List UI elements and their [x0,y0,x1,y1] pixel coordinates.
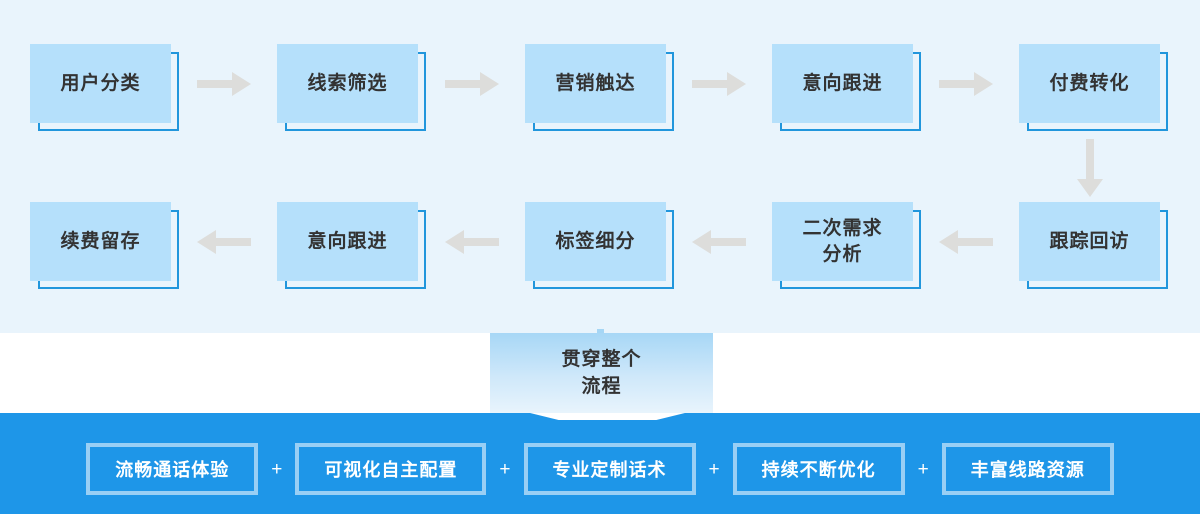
connector-label-line1: 贯穿整个 [561,349,642,370]
flow-box-row2-4: 二次需求分析 [772,202,921,289]
connector-base-trapezoid [526,412,689,420]
arrow-right-icon [939,71,993,96]
arrow-right-icon [444,71,499,96]
flow-box-row2-1: 续费留存 [30,202,179,289]
plus-separator: + [917,458,929,480]
arrow-left-icon [939,229,993,254]
feature-tag-1: 流畅通话体验 [86,443,259,495]
flow-box-label: 营销触达 [555,72,636,94]
feature-bar-background [0,413,1200,514]
plus-separator: + [499,458,511,480]
flow-box-row1-4: 意向跟进 [772,44,921,131]
connector-label-line2: 流程 [581,376,622,397]
flow-box-label: 二次需求 [802,217,883,239]
flow-box-label: 线索筛选 [307,72,388,94]
feature-row: 流畅通话体验 + 可视化自主配置 + 专业定制话术 + 持续不断优化 + 丰富线路资源 [0,443,1200,495]
flow-box-row1-3: 营销触达 [525,44,674,131]
feature-tag-3: 专业定制话术 [523,443,696,495]
flow-box-label: 用户分类 [60,72,141,94]
connector-box: 贯穿整个 流程 [490,333,713,413]
flow-box-label: 意向跟进 [307,230,388,252]
flow-box-fill: 二次需求分析 [772,202,913,281]
arrow-left-icon [444,229,499,254]
flow-box-label: 分析 [822,243,863,265]
flow-box-row1-2: 线索筛选 [277,44,426,131]
flow-box-label: 续费留存 [60,230,141,252]
flow-box-label: 付费转化 [1049,72,1130,94]
flow-box-fill: 营销触达 [525,44,666,123]
flow-box-fill: 线索筛选 [277,44,418,123]
flow-box-label: 标签细分 [555,230,636,252]
flow-box-row2-3: 标签细分 [525,202,674,289]
plus-separator: + [271,458,283,480]
arrow-right-icon [692,71,746,96]
plus-separator: + [708,458,720,480]
connector-top-nub [597,329,604,334]
flow-box-row1-5: 付费转化 [1019,44,1168,131]
flow-box-fill: 标签细分 [525,202,666,281]
flow-box-fill: 跟踪回访 [1019,202,1160,281]
flow-box-fill: 付费转化 [1019,44,1160,123]
feature-tag-2: 可视化自主配置 [295,443,487,495]
flow-box-row2-2: 意向跟进 [277,202,426,289]
flow-box-fill: 意向跟进 [277,202,418,281]
flow-box-row2-5: 跟踪回访 [1019,202,1168,289]
flow-box-fill: 意向跟进 [772,44,913,123]
arrow-left-icon [197,229,251,254]
feature-tag-4: 持续不断优化 [732,443,905,495]
arrow-down-icon [1077,139,1103,197]
flow-box-fill: 续费留存 [30,202,171,281]
feature-tag-5: 丰富线路资源 [941,443,1114,495]
arrow-left-icon [692,229,746,254]
flow-box-label: 跟踪回访 [1049,230,1130,252]
arrow-right-icon [197,71,251,96]
flow-box-fill: 用户分类 [30,44,171,123]
flow-box-row1-1: 用户分类 [30,44,179,131]
flow-box-label: 意向跟进 [802,72,883,94]
